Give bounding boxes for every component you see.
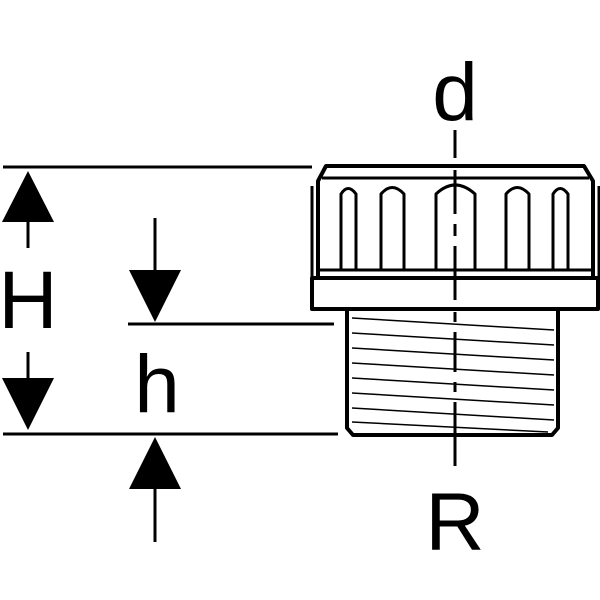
label-d: d <box>432 47 478 138</box>
h-thread-arrow-down <box>129 270 181 322</box>
label-h-thread: h <box>134 339 180 430</box>
arrowheads <box>2 171 181 489</box>
thread-lines <box>351 317 555 433</box>
thread-outline <box>345 307 560 437</box>
threaded-body <box>345 307 560 437</box>
h-thread-arrow-up <box>129 437 181 489</box>
cap-part <box>310 164 600 311</box>
h-total-arrow-down <box>2 378 54 430</box>
h-total-arrow-up <box>2 171 54 222</box>
knurl-groove-5 <box>551 187 570 270</box>
label-r: R <box>425 477 484 568</box>
knurl-groove-4 <box>504 186 531 270</box>
knurl-groove-2 <box>379 186 406 270</box>
label-h-total: H <box>0 255 58 346</box>
knurl-groove-1 <box>339 187 358 270</box>
dimension-lines <box>3 165 338 542</box>
